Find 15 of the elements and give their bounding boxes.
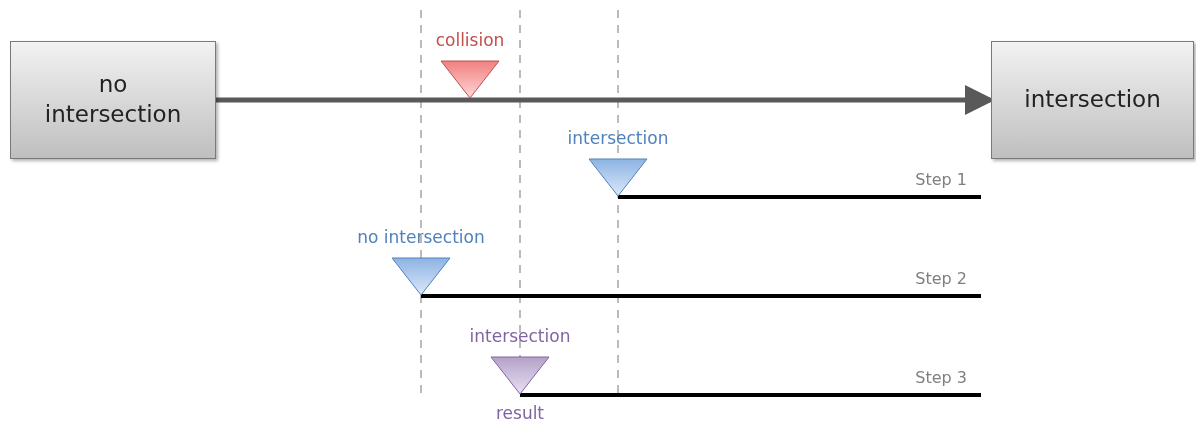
- step-line: [618, 195, 981, 199]
- step-label: Step 3: [915, 368, 967, 387]
- marker-label: intersection: [469, 326, 571, 346]
- marker-label: no intersection: [357, 227, 485, 247]
- result-label: result: [495, 403, 545, 423]
- process-box: [10, 41, 216, 159]
- box-label: no intersection: [43, 70, 183, 129]
- marker-label: intersection: [567, 128, 669, 148]
- step-line: [421, 294, 981, 298]
- step-label: Step 2: [915, 269, 967, 288]
- process-box: [991, 41, 1194, 159]
- step-label: Step 1: [915, 170, 967, 189]
- box-label: intersection: [1023, 85, 1162, 115]
- marker-label: collision: [435, 30, 505, 50]
- step-line: [520, 393, 981, 397]
